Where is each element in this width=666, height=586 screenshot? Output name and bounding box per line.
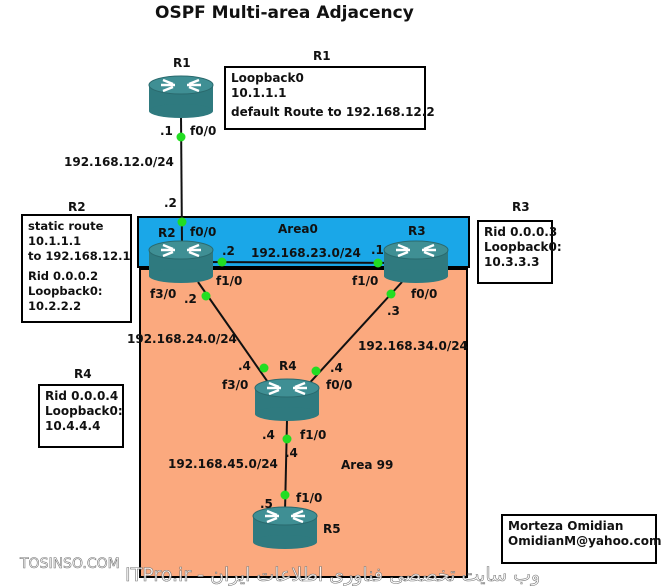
ip-label: .5 <box>260 497 273 511</box>
r4-info-box: Rid 0.0.0.4 Loopback0: 10.4.4.4 <box>38 384 124 448</box>
router-r4-label: R4 <box>279 359 297 373</box>
ip-label: .4 <box>330 361 343 375</box>
interface-dot <box>373 258 383 268</box>
ip-label: .1 <box>160 124 173 138</box>
interface-dot <box>282 434 292 444</box>
interface-label: f1/0 <box>352 274 379 288</box>
r2-info-line: 10.1.1.1 <box>28 234 82 248</box>
ip-label: .1 <box>371 243 384 257</box>
r1-box-heading: R1 <box>313 49 331 63</box>
ip-label: .3 <box>387 304 400 318</box>
interface-label: f1/0 <box>296 491 323 505</box>
interface-label: f0/0 <box>190 225 217 239</box>
ip-label: .2 <box>222 244 235 258</box>
watermark-center: ITPro.ir - وب سایت تخصصی فناوری اطلاعات … <box>125 564 541 586</box>
router-r2-label: R2 <box>158 226 176 240</box>
r1-info-line: Loopback0 <box>231 71 304 85</box>
r2-info-line: static route <box>28 219 104 233</box>
router-r1-label: R1 <box>173 56 191 70</box>
r3-info-line: 10.3.3.3 <box>484 255 540 269</box>
r1-info-box: Loopback0 10.1.1.1 default Route to 192.… <box>224 66 435 130</box>
r1-info-line: default Route to 192.168.12.2 <box>231 105 435 119</box>
r2-info-line: Loopback0: <box>28 284 103 298</box>
network-label-45: 192.168.45.0/24 <box>168 457 278 471</box>
r1-info-line: 10.1.1.1 <box>231 86 287 100</box>
r4-box-heading: R4 <box>74 367 92 381</box>
link-r3-r4 <box>304 281 403 389</box>
interface-dot <box>259 363 269 373</box>
area0-label: Area0 <box>278 222 318 236</box>
r2-info-line: to 192.168.12.1 <box>28 249 131 263</box>
router-r1-icon[interactable] <box>148 75 214 118</box>
r3-info-line: Rid 0.0.0.3 <box>484 225 558 239</box>
interface-label: f1/0 <box>300 428 327 442</box>
r4-info-line: Loopback0: <box>45 404 123 418</box>
network-label-34: 192.168.34.0/24 <box>358 339 468 353</box>
interface-label: f0/0 <box>411 287 438 301</box>
r2-box-heading: R2 <box>68 200 86 214</box>
r3-box-heading: R3 <box>512 200 530 214</box>
r3-info-box: Rid 0.0.0.3 Loopback0: 10.3.3.3 <box>477 220 562 284</box>
router-r4-icon[interactable] <box>254 378 320 421</box>
ip-label: .2 <box>184 292 197 306</box>
author-name: Morteza Omidian <box>508 519 624 533</box>
router-r3-icon[interactable] <box>383 240 449 283</box>
interface-dot <box>201 291 211 301</box>
interface-label: f0/0 <box>326 378 353 392</box>
r4-info-line: Rid 0.0.0.4 <box>45 389 119 403</box>
interface-dot <box>217 257 227 267</box>
interface-label: f0/0 <box>190 124 217 138</box>
area99-label: Area 99 <box>341 458 394 472</box>
ip-label: .4 <box>262 428 275 442</box>
interface-dot <box>177 217 187 227</box>
interface-label: f1/0 <box>216 274 243 288</box>
r2-info-box: static route 10.1.1.1 to 192.168.12.1 Ri… <box>21 214 132 323</box>
author-box: Morteza Omidian OmidianM@yahoo.com <box>501 514 662 564</box>
r4-info-line: 10.4.4.4 <box>45 419 101 433</box>
network-label-12: 192.168.12.0/24 <box>64 155 174 169</box>
page-title: OSPF Multi-area Adjacency <box>155 3 414 23</box>
router-r5-icon[interactable] <box>252 506 318 549</box>
link-r2-r3 <box>204 261 396 264</box>
interface-dot <box>280 490 290 500</box>
r2-info-line: 10.2.2.2 <box>28 299 82 313</box>
router-r5-label: R5 <box>323 522 341 536</box>
ip-label: .4 <box>285 446 298 460</box>
r3-info-line: Loopback0: <box>484 240 562 254</box>
router-r2-icon[interactable] <box>148 240 214 283</box>
interface-label: f3/0 <box>222 378 249 392</box>
interface-dot <box>176 132 186 142</box>
interface-dot <box>386 289 396 299</box>
ip-label: .4 <box>238 359 251 373</box>
interface-label: f3/0 <box>150 287 177 301</box>
router-r3-label: R3 <box>408 224 426 238</box>
r2-info-line: Rid 0.0.0.2 <box>28 269 99 283</box>
network-label-24: 192.168.24.0/24 <box>127 332 237 346</box>
link-r2-r4 <box>197 281 273 389</box>
author-email: OmidianM@yahoo.com <box>508 534 662 548</box>
watermark-left: TOSINSO.COM <box>20 556 120 573</box>
ip-label: .2 <box>164 196 177 210</box>
network-label-23: 192.168.23.0/24 <box>251 246 361 260</box>
interface-dot <box>311 366 321 376</box>
